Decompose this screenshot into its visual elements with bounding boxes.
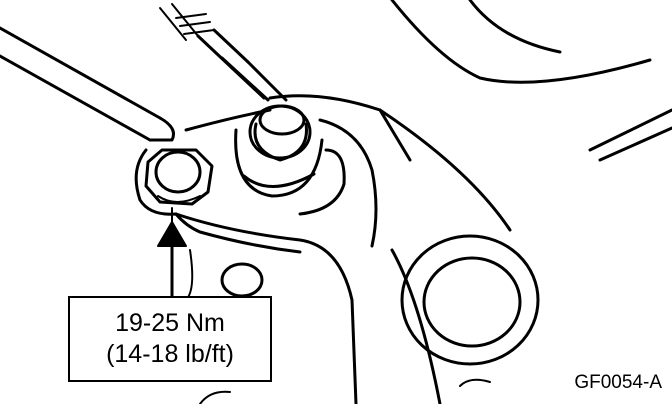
round-boss [400, 234, 540, 387]
figure-id: GF0054-A [574, 372, 662, 393]
imperial-torque-label: (14-18 lb/ft) [106, 340, 234, 368]
upper-rod [0, 26, 175, 142]
bracket-hole [220, 262, 264, 298]
metric-torque-label: 19-25 Nm [115, 309, 225, 337]
upper-contour [268, 0, 672, 232]
linkage-cable [159, 3, 288, 102]
torque-callout: 19-25 Nm (14-18 lb/ft) [68, 296, 272, 382]
bolt-icon [144, 148, 214, 206]
ball-joint [234, 104, 346, 216]
arrow-up-icon [157, 207, 187, 302]
